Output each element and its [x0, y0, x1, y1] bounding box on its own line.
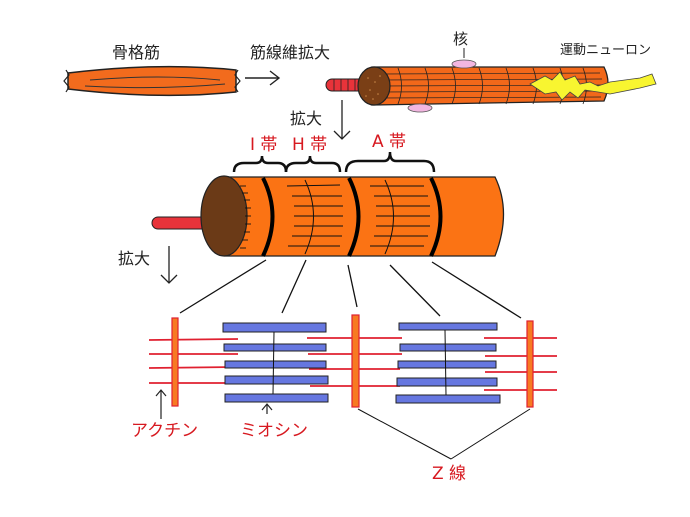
h-band-brace [284, 155, 342, 173]
fiber-magnified-label: 筋線維拡大 [250, 43, 330, 62]
z-line-pointers [357, 408, 531, 460]
myosin-label: ミオシン [240, 421, 308, 441]
magnify-label-1: 拡大 [290, 109, 322, 128]
a-band-brace [344, 151, 436, 173]
nucleus-label: 核 [453, 30, 468, 48]
i-band-brace [232, 155, 288, 173]
z-line-label: Z 線 [432, 464, 466, 484]
myosin-filaments [222, 322, 501, 404]
up-arrow-icon [155, 389, 167, 419]
myofibril-cylinder [151, 175, 505, 257]
motor-neuron [529, 71, 657, 101]
actin-label: アクチン [131, 421, 198, 441]
down-arrow-icon [333, 100, 351, 140]
motor-neuron-label: 運動ニューロン [560, 43, 651, 58]
sarcomere [148, 314, 557, 408]
nucleus-top [451, 59, 477, 69]
z-disc-2 [351, 314, 360, 408]
a-band-label: A 帯 [372, 132, 406, 152]
band-braces [232, 151, 436, 173]
h-band-label: H 帯 [292, 135, 327, 155]
z-disc-1 [171, 317, 179, 407]
z-disc-3 [526, 320, 534, 408]
magnify-label-2: 拡大 [118, 249, 150, 268]
i-band-label: I 帯 [250, 135, 277, 155]
skeletal-muscle [63, 65, 241, 97]
skeletal-muscle-label: 骨格筋 [112, 43, 160, 62]
right-arrow-icon [245, 70, 281, 86]
up-arrow-icon-2 [261, 403, 273, 414]
zoom-connectors [179, 259, 522, 319]
down-arrow-icon-2 [160, 246, 178, 284]
nucleus-bottom [407, 103, 433, 113]
